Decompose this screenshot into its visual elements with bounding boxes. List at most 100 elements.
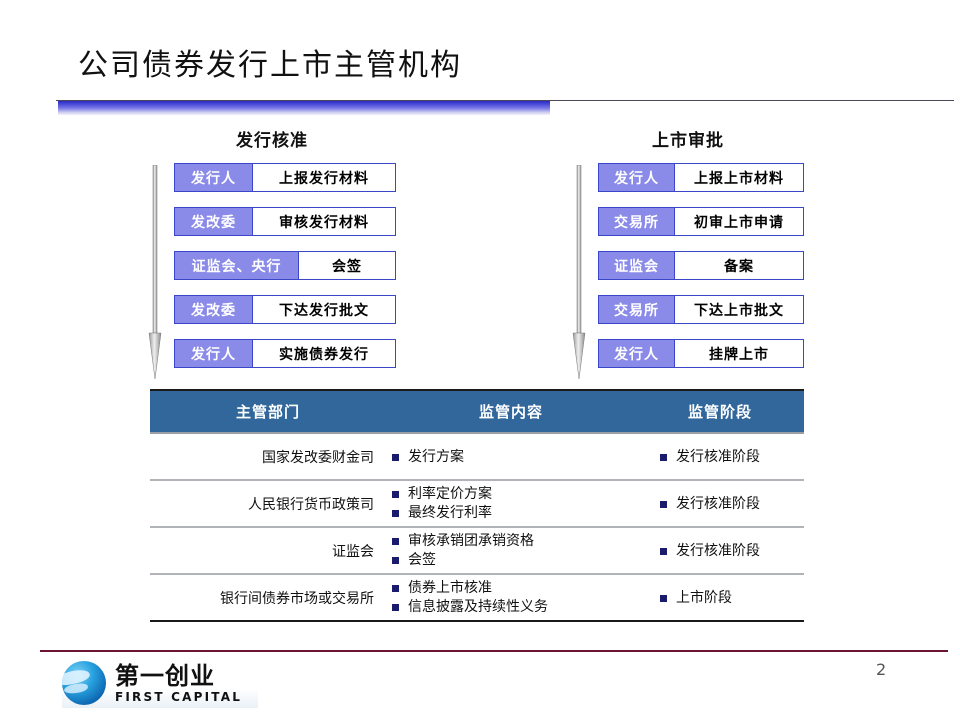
flow-step-action: 审核发行材料 xyxy=(279,214,369,231)
globe-icon xyxy=(62,661,106,705)
cell-content: 审核承销团承销资格 会签 xyxy=(386,532,636,569)
flow-step-action: 实施债券发行 xyxy=(279,346,369,363)
bullet-item: 审核承销团承销资格 xyxy=(392,532,636,550)
flow-step[interactable]: 发行人 上报发行材料 xyxy=(174,163,396,192)
flow-heading-issuance: 发行核准 xyxy=(236,131,308,151)
logo-name-en: FIRST CAPITAL xyxy=(115,689,243,704)
bullet-item: 发行核准阶段 xyxy=(660,495,804,513)
cell-stage: 上市阶段 xyxy=(636,589,804,607)
flow-step-actor: 发改委 xyxy=(175,296,253,323)
cell-stage: 发行核准阶段 xyxy=(636,495,804,513)
flow-column-issuance: 发行核准 发行人 上报发行材料 发改委 审核发行材料 xyxy=(148,126,396,379)
cell-stage: 发行核准阶段 xyxy=(636,448,804,466)
flow-step[interactable]: 发改委 审核发行材料 xyxy=(174,207,396,236)
flow-step-actor: 发行人 xyxy=(599,340,675,367)
table-row[interactable]: 国家发改委财金司 发行方案 发行核准阶段 xyxy=(150,434,804,481)
flow-step[interactable]: 发行人 上报上市材料 xyxy=(598,163,804,192)
bullet-text: 上市阶段 xyxy=(676,589,732,606)
table-row[interactable]: 银行间债券市场或交易所 债券上市核准 信息披露及持续性义务 上市阶段 xyxy=(150,575,804,622)
cell-department: 国家发改委财金司 xyxy=(262,449,374,466)
cell-department: 证监会 xyxy=(332,543,374,560)
bullet-text: 债券上市核准 xyxy=(408,580,492,596)
bullet-item: 会签 xyxy=(392,551,636,569)
regulators-table: 主管部门 监管内容 监管阶段 国家发改委财金司 发行方案 发行核准阶段 人民银行… xyxy=(150,389,804,622)
bullet-item: 上市阶段 xyxy=(660,589,804,607)
table-header-stage: 监管阶段 xyxy=(687,403,752,421)
bullet-text: 审核承销团承销资格 xyxy=(408,533,534,549)
flow-step-actor: 交易所 xyxy=(599,208,675,235)
flow-step-actor: 证监会、央行 xyxy=(175,252,299,279)
logo-text: 第一创业 FIRST CAPITAL xyxy=(115,660,243,704)
square-bullet-icon xyxy=(392,538,399,545)
square-bullet-icon xyxy=(392,453,399,461)
down-arrow-icon xyxy=(148,165,162,379)
square-bullet-icon xyxy=(392,585,399,592)
bullet-text: 发行方案 xyxy=(408,448,464,465)
flow-step[interactable]: 发行人 实施债券发行 xyxy=(174,339,396,368)
bullet-item: 发行核准阶段 xyxy=(660,542,804,560)
square-bullet-icon xyxy=(660,594,667,602)
flow-step-actor: 交易所 xyxy=(599,296,675,323)
table-row[interactable]: 人民银行货币政策司 利率定价方案 最终发行利率 发行核准阶段 xyxy=(150,481,804,528)
flow-step-action: 下达发行批文 xyxy=(279,302,369,319)
cell-department: 人民银行货币政策司 xyxy=(248,496,374,513)
flow-step-actor: 发行人 xyxy=(175,164,253,191)
square-bullet-icon xyxy=(392,510,399,517)
flow-column-listing: 上市审批 发行人 上报上市材料 交易所 初审上市申请 xyxy=(572,126,804,379)
bullet-text: 发行核准阶段 xyxy=(676,542,760,559)
flow-step-actor: 发改委 xyxy=(175,208,253,235)
square-bullet-icon xyxy=(660,453,667,461)
flow-step-action: 上报上市材料 xyxy=(694,170,784,187)
footer-divider xyxy=(40,650,948,652)
bullet-item: 最终发行利率 xyxy=(392,504,636,522)
logo-name-cn: 第一创业 xyxy=(115,660,215,690)
table-header-content: 监管内容 xyxy=(478,403,543,421)
cell-content: 债券上市核准 信息披露及持续性义务 xyxy=(386,579,636,616)
bullet-text: 会签 xyxy=(408,552,436,568)
table-row[interactable]: 证监会 审核承销团承销资格 会签 发行核准阶段 xyxy=(150,528,804,575)
flow-step[interactable]: 证监会 备案 xyxy=(598,251,804,280)
down-arrow-icon xyxy=(572,165,586,379)
company-logo: 第一创业 FIRST CAPITAL xyxy=(62,658,258,708)
square-bullet-icon xyxy=(392,604,399,611)
flow-step-action: 会签 xyxy=(332,258,362,275)
cell-content: 发行方案 xyxy=(386,448,636,466)
flow-step-action: 初审上市申请 xyxy=(694,214,784,231)
flow-step[interactable]: 发行人 挂牌上市 xyxy=(598,339,804,368)
square-bullet-icon xyxy=(392,557,399,564)
flow-step-actor: 发行人 xyxy=(175,340,253,367)
bullet-text: 最终发行利率 xyxy=(408,505,492,521)
cell-department: 银行间债券市场或交易所 xyxy=(220,590,374,607)
bullet-item: 发行核准阶段 xyxy=(660,448,804,466)
bullet-item: 发行方案 xyxy=(392,448,636,466)
flow-body-listing: 发行人 上报上市材料 交易所 初审上市申请 证监会 备案 交易所 下达上市批文 … xyxy=(572,163,804,379)
flow-step[interactable]: 证监会、央行 会签 xyxy=(174,251,396,280)
flow-step-action: 下达上市批文 xyxy=(694,302,784,319)
title-divider xyxy=(56,100,954,101)
flow-step-actor: 证监会 xyxy=(599,252,675,279)
bullet-text: 发行核准阶段 xyxy=(676,495,760,512)
flow-rows-listing: 发行人 上报上市材料 交易所 初审上市申请 证监会 备案 交易所 下达上市批文 … xyxy=(598,163,804,368)
flow-body-issuance: 发行人 上报发行材料 发改委 审核发行材料 证监会、央行 会签 发改委 下达发行… xyxy=(148,163,396,379)
square-bullet-icon xyxy=(660,547,667,555)
table-header-department: 主管部门 xyxy=(235,403,300,421)
square-bullet-icon xyxy=(660,500,667,508)
bullet-item: 债券上市核准 xyxy=(392,579,636,597)
flow-step[interactable]: 发改委 下达发行批文 xyxy=(174,295,396,324)
bullet-text: 利率定价方案 xyxy=(408,486,492,502)
flow-step-action: 挂牌上市 xyxy=(709,346,769,363)
flow-step[interactable]: 交易所 下达上市批文 xyxy=(598,295,804,324)
flow-heading-listing: 上市审批 xyxy=(652,131,724,151)
flow-step-action: 上报发行材料 xyxy=(279,170,369,187)
cell-content: 利率定价方案 最终发行利率 xyxy=(386,485,636,522)
flow-step[interactable]: 交易所 初审上市申请 xyxy=(598,207,804,236)
flow-step-actor: 发行人 xyxy=(599,164,675,191)
square-bullet-icon xyxy=(392,491,399,498)
bullet-text: 信息披露及持续性义务 xyxy=(408,599,548,615)
title-accent-bar xyxy=(58,101,550,115)
bullet-item: 信息披露及持续性义务 xyxy=(392,598,636,616)
flow-rows-issuance: 发行人 上报发行材料 发改委 审核发行材料 证监会、央行 会签 发改委 下达发行… xyxy=(174,163,396,368)
flow-step-action: 备案 xyxy=(724,258,754,275)
page-title: 公司债券发行上市主管机构 xyxy=(78,48,462,83)
